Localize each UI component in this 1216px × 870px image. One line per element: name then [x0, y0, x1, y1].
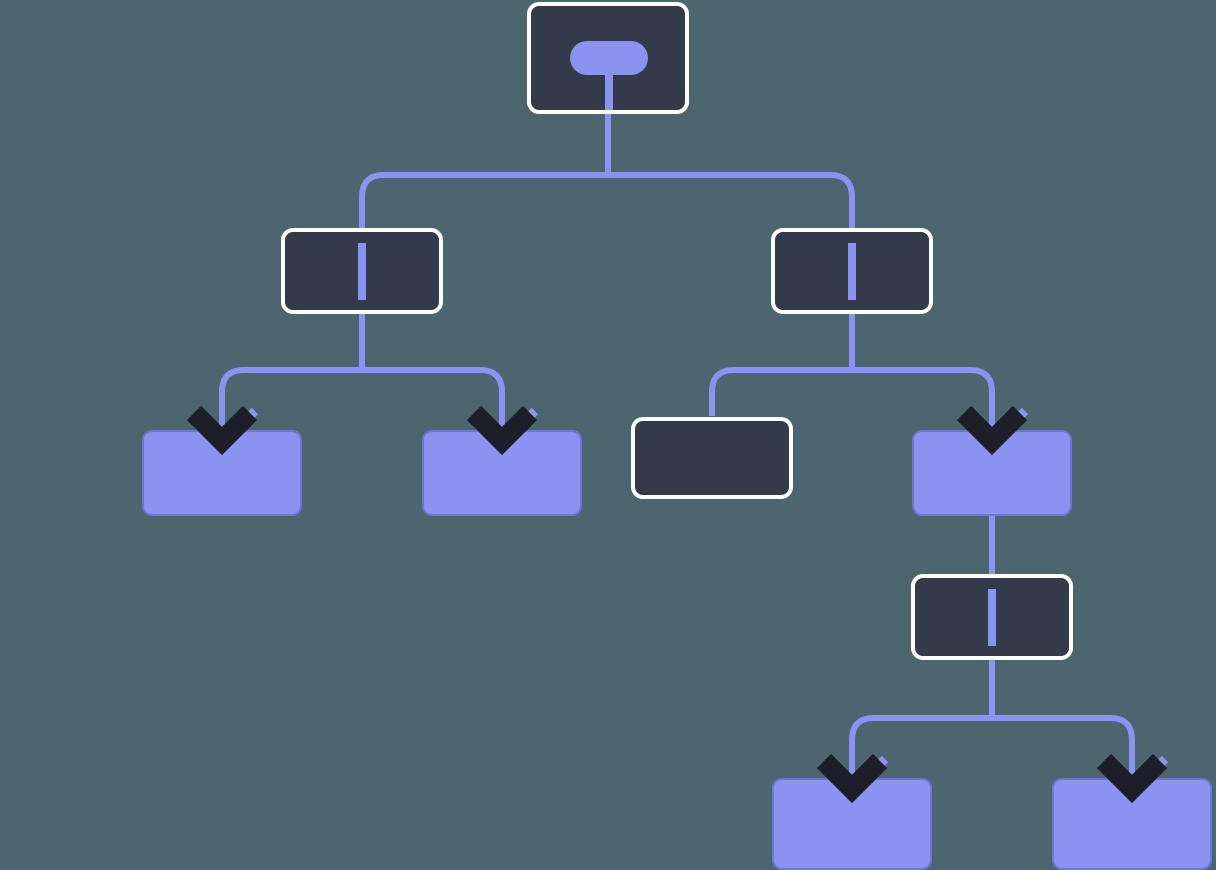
node-leaf-d[interactable]	[912, 430, 1072, 516]
node-leaf-a[interactable]	[142, 430, 302, 516]
node-leaf-e[interactable]	[772, 778, 932, 870]
node-leaf-c[interactable]	[631, 417, 793, 499]
node-root[interactable]	[527, 2, 689, 114]
node-leaf-b[interactable]	[422, 430, 582, 516]
node-level1-right[interactable]	[771, 228, 933, 314]
node-leaf-f[interactable]	[1052, 778, 1212, 870]
node-level3[interactable]	[911, 574, 1073, 660]
node-level1-left[interactable]	[281, 228, 443, 314]
